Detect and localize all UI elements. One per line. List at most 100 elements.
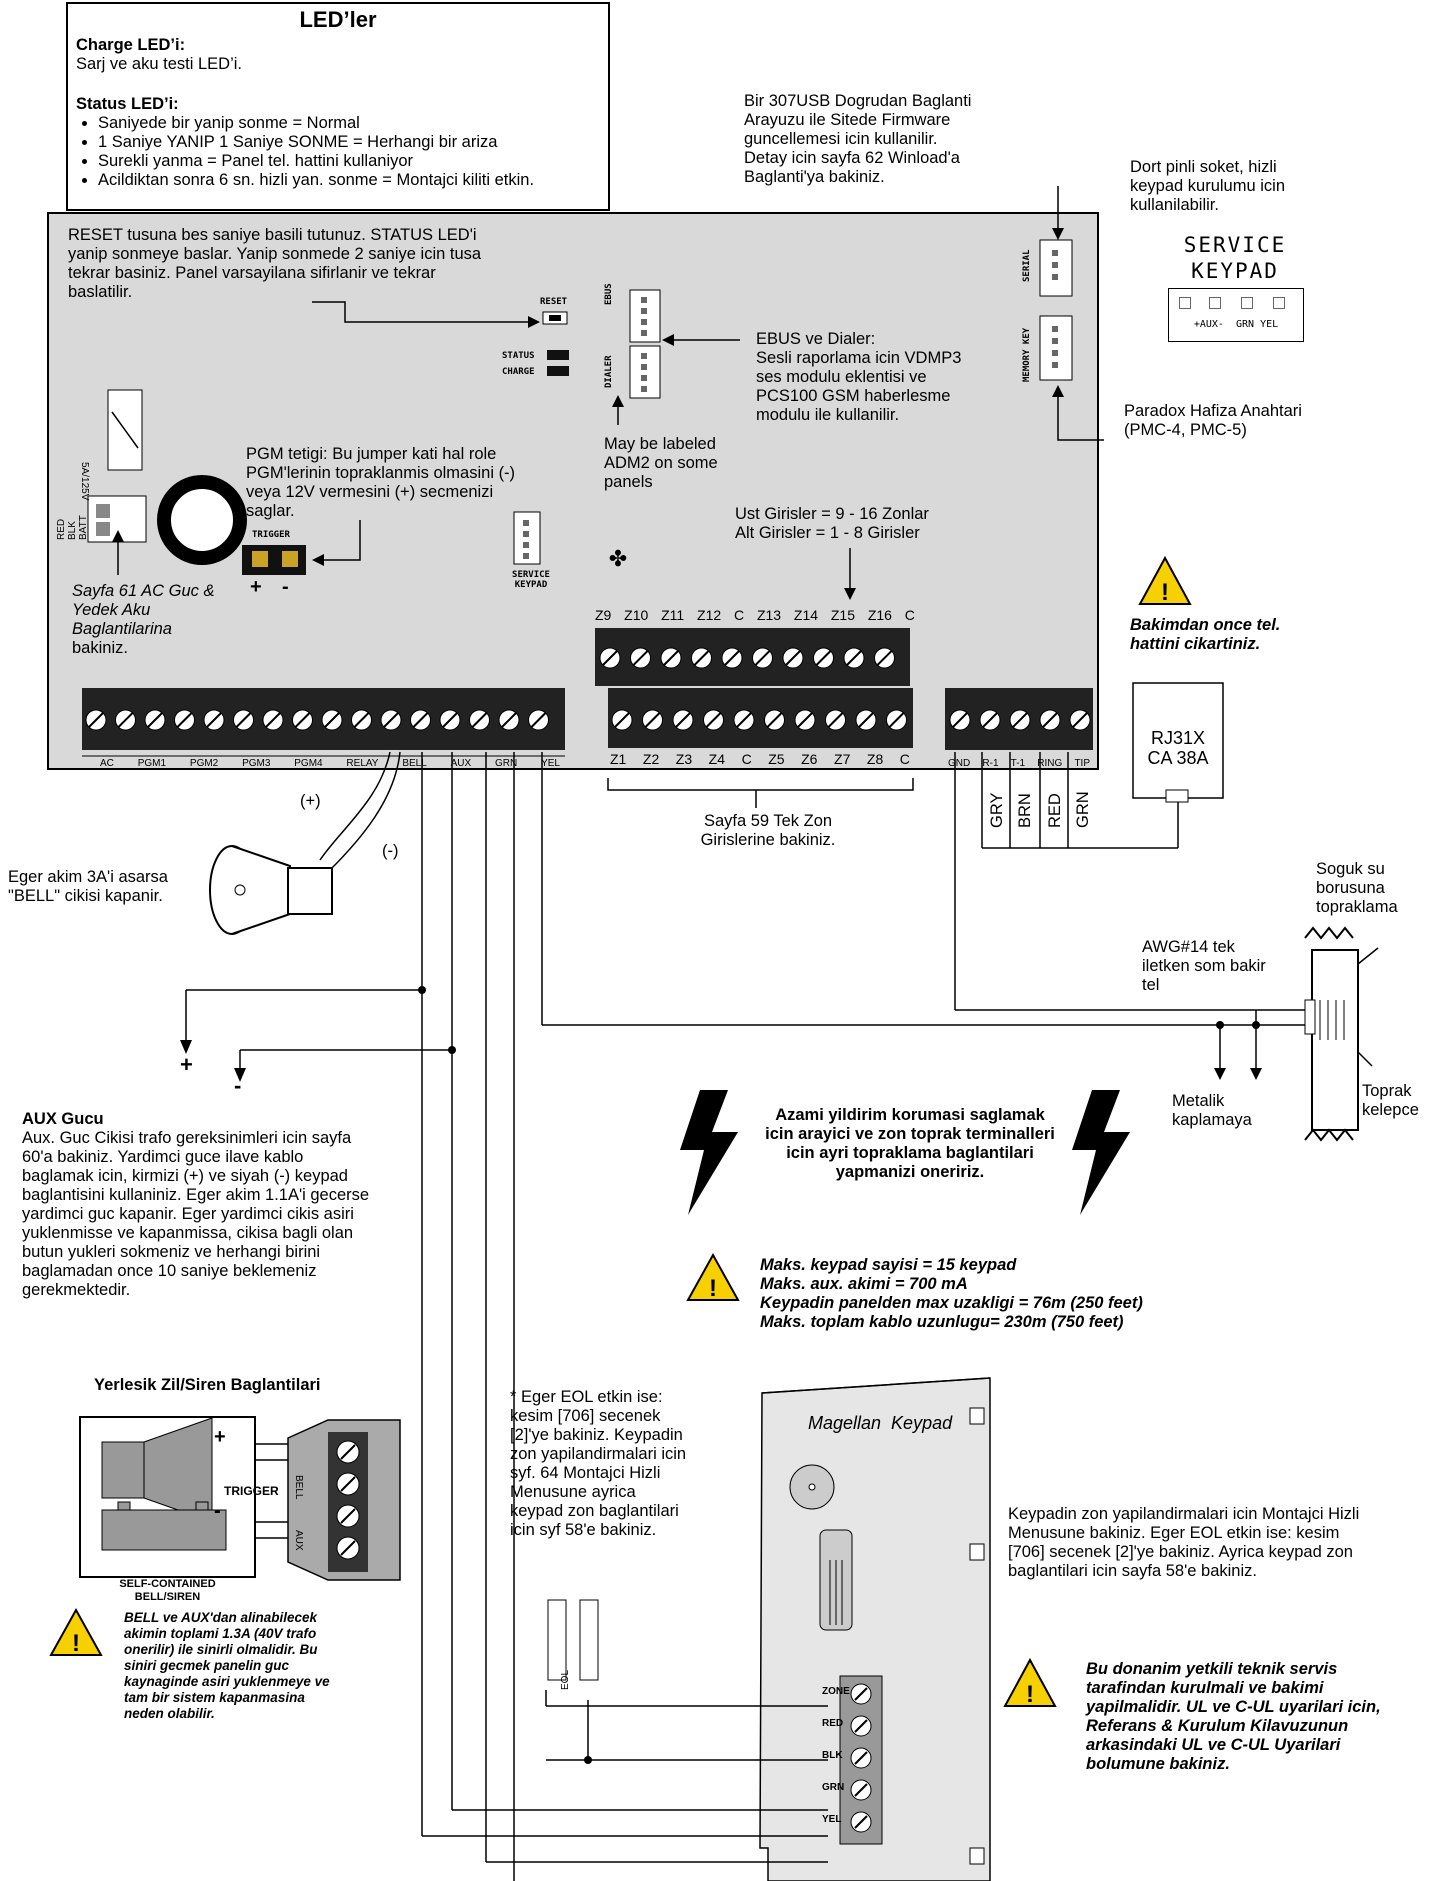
bell-aux-warning: BELL ve AUX'dan alinabilecek akimin topl… — [124, 1610, 404, 1722]
aux-plus-label: + — [180, 1052, 193, 1077]
terminal-screw-slot — [117, 712, 134, 728]
note-line: onerilir) ile sinirli olmalidir. Bu — [124, 1642, 318, 1657]
note-line: icin arayici ve zon toprak terminalleri — [765, 1125, 1055, 1143]
phone-terminal-labels: GND R-1 T-1 RING TIP — [948, 758, 1090, 769]
main-terminal-labels: AC PGM1 PGM2 PGM3 PGM4 RELAY BELL AUX GR… — [100, 758, 560, 769]
label-line: CA 38A — [1147, 748, 1209, 768]
terminal-screw-slot — [1012, 712, 1028, 728]
terminal-screw-slot — [176, 712, 193, 728]
note-line: bolumune bakiniz. — [1086, 1755, 1230, 1773]
status-led-item: Saniyede bir yanip sonme = Normal — [98, 114, 618, 133]
terminal-screw-slot — [785, 650, 801, 666]
note-line: Metalik — [1172, 1092, 1225, 1110]
warning-triangles — [49, 555, 1192, 1707]
terminal-screw-slot — [888, 712, 905, 728]
label-line: SELF-CONTAINED — [119, 1578, 216, 1590]
label-line: RED — [56, 518, 67, 540]
label-line: BELL/SIREN — [134, 1591, 201, 1603]
note-line: May be labeled — [604, 435, 716, 453]
zone-label: Z5 — [768, 751, 785, 767]
keypad-terminal-yel: YEL — [822, 1814, 842, 1825]
note-line: hattini cikartiniz. — [1130, 635, 1261, 653]
zone-label: Z4 — [708, 751, 726, 767]
note-line: baglamadan once 10 saniye beklemeniz — [22, 1262, 317, 1280]
wire-label-brn: BRN — [1016, 793, 1034, 828]
note-line: Keypadin panelden max uzakligi = 76m (25… — [760, 1294, 1143, 1312]
terminal-label: T-1 — [1010, 758, 1026, 769]
terminal-screw-slot — [501, 712, 517, 728]
terminal-screw-slot — [324, 712, 340, 728]
siren-caption: SELF-CONTAINED BELL/SIREN — [80, 1578, 255, 1604]
water-pipe-note: Soguk su borusuna topraklama — [1316, 860, 1426, 917]
zone-label: C — [741, 751, 752, 767]
led-title: LED’ler — [299, 7, 377, 32]
zone-label: Z12 — [697, 607, 722, 623]
note-line: Dort pinli soket, hizli — [1130, 158, 1277, 176]
rj31x-label: RJ31X CA 38A — [1133, 728, 1223, 768]
terminal-screw-slot — [846, 650, 862, 666]
note-line: saglar. — [246, 502, 295, 520]
note-line: BELL ve AUX'dan alinabilecek — [124, 1610, 318, 1625]
lightning-left — [680, 1090, 738, 1215]
terminal-screw-slot — [530, 712, 547, 728]
terminal-label: TIP — [1074, 758, 1090, 769]
trigger-label: TRIGGER — [252, 530, 290, 540]
terminal-label: RING — [1037, 758, 1063, 769]
led-legend-box: LED’ler Charge LED’i: Sarj ve aku testi … — [66, 2, 610, 211]
terminal-screw-slot — [1042, 712, 1058, 728]
lightning-right — [1072, 1090, 1130, 1215]
phone-line-warning: Bakimdan once tel. hattini cikartiniz. — [1130, 616, 1350, 654]
ebus-label: EBUS — [604, 283, 614, 305]
note-line: yapilmalidir. UL ve C-UL uyarilari icin, — [1086, 1698, 1381, 1716]
zone-label: Z11 — [661, 607, 685, 623]
terminal-label: GND — [948, 758, 971, 769]
note-line: Aux. Guc Cikisi trafo gereksinimleri ici… — [22, 1129, 352, 1147]
terminal-screw-slot — [1072, 712, 1088, 728]
terminal-screw-slot — [442, 712, 458, 728]
terminal-screw-slot — [982, 712, 998, 728]
keypad-terminal-grn: GRN — [822, 1782, 845, 1793]
note-line: baglantilari icin sayfa 58'e bakiniz. — [1008, 1562, 1257, 1580]
siren-horn — [209, 845, 333, 935]
note-line: veya 12V vermesini (+) secmenizi — [246, 483, 494, 501]
svg-text:!: ! — [709, 1275, 717, 1302]
label-line: RJ31X — [1150, 728, 1206, 748]
charge-label: CHARGE — [502, 367, 535, 377]
note-line: Azami yildirim korumasi saglamak — [775, 1106, 1045, 1124]
terminal-screw-slot — [88, 712, 104, 728]
terminal-label: PGM4 — [294, 758, 323, 769]
serial-label: SERIAL — [1022, 249, 1032, 282]
keypad-terminal-zone: ZONE — [822, 1686, 850, 1697]
metal-note: Metalik kaplamaya — [1172, 1092, 1292, 1130]
siren-aux-label: AUX — [293, 1530, 304, 1551]
note-line: modulu ile kullanilir. — [756, 406, 900, 424]
zone-label: Z13 — [756, 607, 782, 623]
note-line: zon yapilandirmalari icin — [510, 1445, 687, 1463]
note-line: ses modulu eklentisi ve — [756, 368, 927, 386]
reset-note: RESET tusuna bes saniye basili tutunuz. … — [68, 226, 578, 302]
service-keypad-socket: +AUX- GRN YEL — [1168, 288, 1304, 342]
label-line: SERVICE — [512, 570, 550, 580]
terminal-screw-slot — [353, 712, 370, 728]
clamp-note: Toprak kelepce — [1362, 1082, 1430, 1120]
terminal-screw-slot — [471, 712, 488, 728]
status-led-item: 1 Saniye YANIP 1 Saniye SONME = Herhangi… — [98, 133, 618, 152]
door-contact-1 — [547, 1599, 567, 1681]
board-service-keypad-label: SERVICE KEYPAD — [506, 570, 556, 590]
status-led-heading: Status LED’i: — [76, 95, 179, 113]
terminal-screw-slot — [952, 712, 968, 728]
note-line: kaplamaya — [1172, 1111, 1252, 1129]
note-line: [2]'ye bakiniz. Keypadin — [510, 1426, 683, 1444]
ebus-note: EBUS ve Dialer: Sesli raporlama icin VDM… — [756, 330, 996, 425]
keypad-title: Magellan Keypad — [808, 1413, 953, 1433]
zone-label: Z16 — [867, 607, 892, 623]
note-line: Ust Girisler = 9 - 16 Zonlar — [735, 505, 929, 523]
limits-note: Maks. keypad sayisi = 15 keypad Maks. au… — [760, 1256, 1220, 1332]
siren-bell-label: BELL — [293, 1475, 304, 1500]
note-line: 60'a bakiniz. Yardimci guce ilave kablo — [22, 1148, 304, 1166]
label-line: BLK — [67, 521, 78, 540]
memory-key-note: Paradox Hafiza Anahtari (PMC-4, PMC-5) — [1124, 402, 1424, 440]
terminal-label: R-1 — [982, 758, 999, 769]
zones-note: Ust Girisler = 9 - 16 Zonlar Alt Girisle… — [735, 505, 1015, 543]
